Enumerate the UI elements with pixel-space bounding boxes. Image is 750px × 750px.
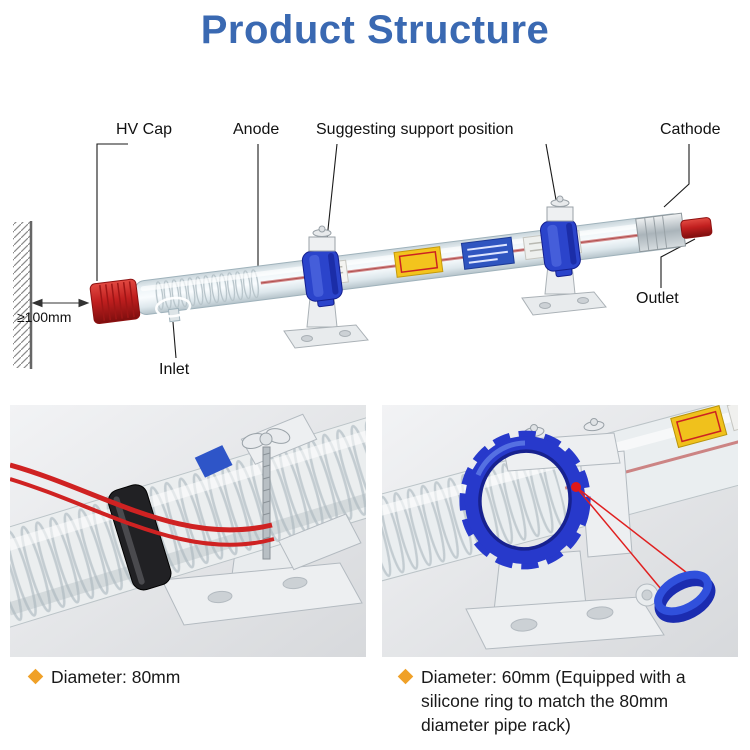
cathode-end [635, 212, 687, 253]
caption-60mm-text: Diameter: 60mm (Equipped with a silicone… [421, 667, 686, 735]
label-outlet: Outlet [636, 290, 679, 307]
diamond-bullet-icon [397, 668, 414, 685]
photo-60mm-rack [355, 384, 750, 657]
label-inlet: Inlet [159, 361, 190, 378]
support-1-wingnut [308, 225, 336, 252]
label-support-position: Suggesting support position [316, 121, 514, 138]
label-hv-cap: HV Cap [116, 121, 173, 138]
blue-tape [194, 445, 233, 478]
label-anode: Anode [233, 121, 280, 138]
red-dot [571, 482, 581, 492]
outlet-tip [680, 217, 713, 239]
danger-label [393, 246, 444, 278]
support-2-clamp [539, 213, 581, 278]
label-min-distance: ≥100mm [17, 309, 72, 325]
diamond-bullet-icon [27, 668, 44, 685]
red-wires [9, 462, 275, 547]
hv-cap-part [89, 278, 141, 325]
blue-label [460, 236, 515, 270]
laser-tube [89, 212, 713, 325]
threaded-rod [262, 446, 271, 560]
v-block [278, 513, 362, 571]
min-distance-arrow [31, 298, 90, 308]
caption-80mm: Diameter: 80mm [27, 666, 181, 690]
support-1-clamp [301, 243, 343, 308]
stand-60 [465, 550, 665, 650]
photo-80mm-rack [0, 403, 441, 657]
caption-60mm: Diameter: 60mm (Equipped with a silicone… [397, 666, 702, 738]
label-cathode: Cathode [660, 121, 721, 138]
blue-ring-clamp [459, 430, 591, 570]
support-2-wingnut [546, 195, 574, 222]
wall [13, 221, 33, 369]
laser-tube-diagram [13, 143, 713, 369]
wing-nut-80 [241, 428, 291, 449]
page-title: Product Structure [200, 8, 550, 52]
danger-label-60 [670, 404, 728, 449]
caption-80mm-text: Diameter: 80mm [51, 667, 181, 687]
inlet-part [154, 296, 192, 323]
silicone-ring-annotation [571, 482, 716, 623]
